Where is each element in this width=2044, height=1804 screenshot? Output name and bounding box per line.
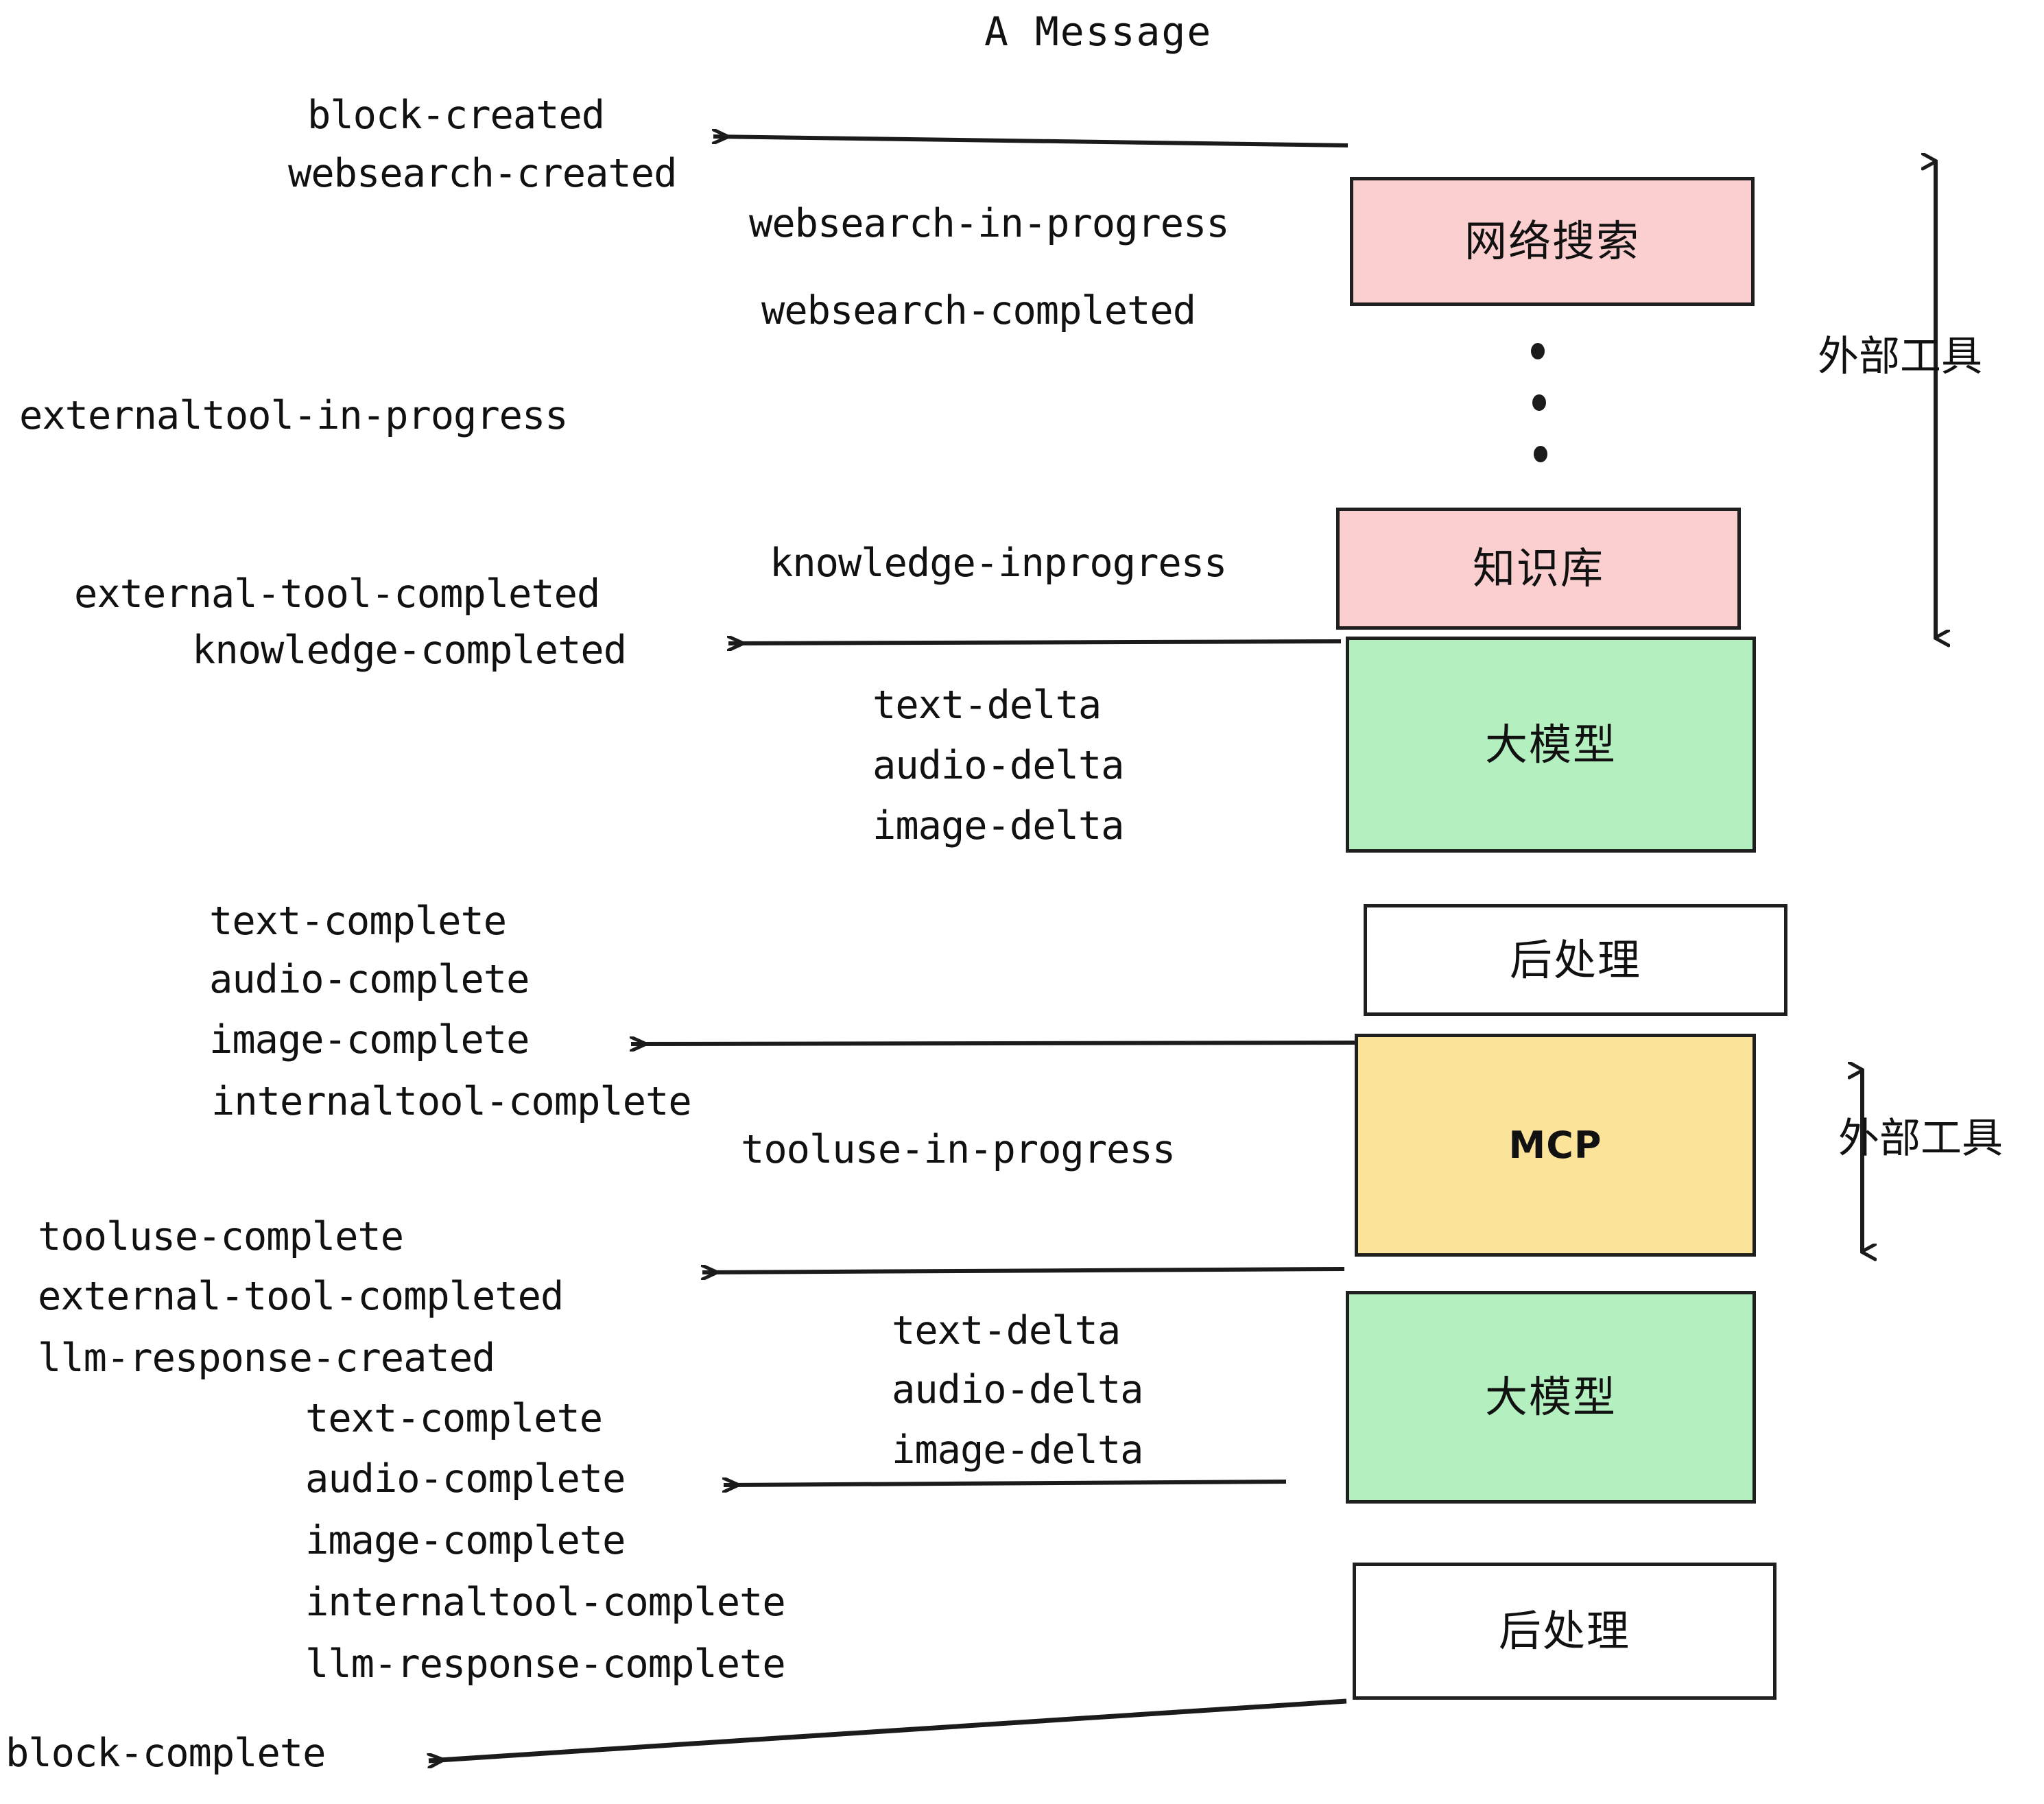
event-internaltool-complete-1: internaltool-complete — [211, 1079, 692, 1124]
event-block-created: block-created — [307, 93, 605, 138]
event-audio-delta-2: audio-delta — [892, 1367, 1143, 1412]
event-externaltool-in-progress: externaltool-in-progress — [19, 393, 569, 438]
ellipsis-dot-1 — [1531, 343, 1545, 359]
label-external-tools-top: 外部工具 — [1818, 333, 1982, 381]
node-knowledgebase-label: 知识库 — [1472, 543, 1604, 593]
ellipsis-dot-3 — [1534, 446, 1547, 462]
event-websearch-in-progress: websearch-in-progress — [749, 201, 1230, 246]
event-websearch-created: websearch-created — [288, 151, 677, 196]
arrow-websearch-to-created — [713, 137, 1348, 147]
event-websearch-completed: websearch-completed — [761, 288, 1196, 333]
event-image-complete-1: image-complete — [209, 1017, 530, 1063]
node-websearch[interactable]: 网络搜索 — [1350, 177, 1755, 306]
arrow-knowledge-to-completed — [728, 641, 1342, 643]
event-text-delta-1: text-delta — [872, 683, 1102, 728]
node-llm-1-label: 大模型 — [1484, 719, 1617, 770]
event-text-complete-2: text-complete — [305, 1396, 603, 1441]
node-llm-2-label: 大模型 — [1484, 1372, 1617, 1422]
event-image-complete-2: image-complete — [305, 1518, 626, 1563]
node-postprocess-1-label: 后处理 — [1509, 934, 1641, 985]
event-external-tool-completed-2: external-tool-completed — [38, 1274, 564, 1319]
event-llm-response-complete: llm-response-complete — [305, 1641, 786, 1687]
arrow-llm2-to-audio-complete — [724, 1482, 1287, 1485]
event-tooluse-in-progress: tooluse-in-progress — [741, 1127, 1176, 1172]
event-image-delta-2: image-delta — [892, 1427, 1143, 1473]
event-audio-complete-2: audio-complete — [305, 1456, 626, 1502]
event-external-tool-completed-1: external-tool-completed — [74, 571, 600, 617]
event-text-delta-2: text-delta — [892, 1308, 1121, 1353]
arrow-postprocess2-to-block-complete — [429, 1698, 1347, 1761]
event-block-complete: block-complete — [5, 1731, 326, 1776]
ellipsis-dot-2 — [1532, 394, 1546, 411]
event-audio-complete-1: audio-complete — [209, 957, 530, 1002]
node-mcp[interactable]: MCP — [1355, 1034, 1756, 1257]
event-text-complete-1: text-complete — [209, 899, 507, 944]
arrow-mcp-to-tooluse-complete — [702, 1269, 1345, 1272]
node-mcp-label: MCP — [1508, 1123, 1602, 1167]
node-llm-1[interactable]: 大模型 — [1346, 637, 1756, 853]
event-knowledge-completed: knowledge-completed — [192, 628, 627, 673]
event-llm-response-created: llm-response-created — [38, 1336, 495, 1381]
node-postprocess-2-label: 后处理 — [1498, 1606, 1630, 1656]
event-image-delta-1: image-delta — [872, 803, 1124, 848]
node-postprocess-1[interactable]: 后处理 — [1364, 904, 1787, 1016]
arrow-postprocess-to-image-complete — [631, 1043, 1355, 1044]
node-knowledgebase[interactable]: 知识库 — [1336, 508, 1741, 630]
event-audio-delta-1: audio-delta — [872, 743, 1124, 788]
node-postprocess-2[interactable]: 后处理 — [1353, 1563, 1776, 1700]
node-llm-2[interactable]: 大模型 — [1346, 1291, 1756, 1504]
event-internaltool-complete-2: internaltool-complete — [305, 1580, 786, 1625]
event-tooluse-complete: tooluse-complete — [38, 1214, 404, 1259]
node-websearch-label: 网络搜索 — [1464, 216, 1640, 266]
label-external-tools-bottom: 外部工具 — [1838, 1115, 2003, 1163]
event-knowledge-inprogress: knowledge-inprogress — [770, 541, 1227, 586]
page-title: A Message — [984, 8, 1213, 55]
